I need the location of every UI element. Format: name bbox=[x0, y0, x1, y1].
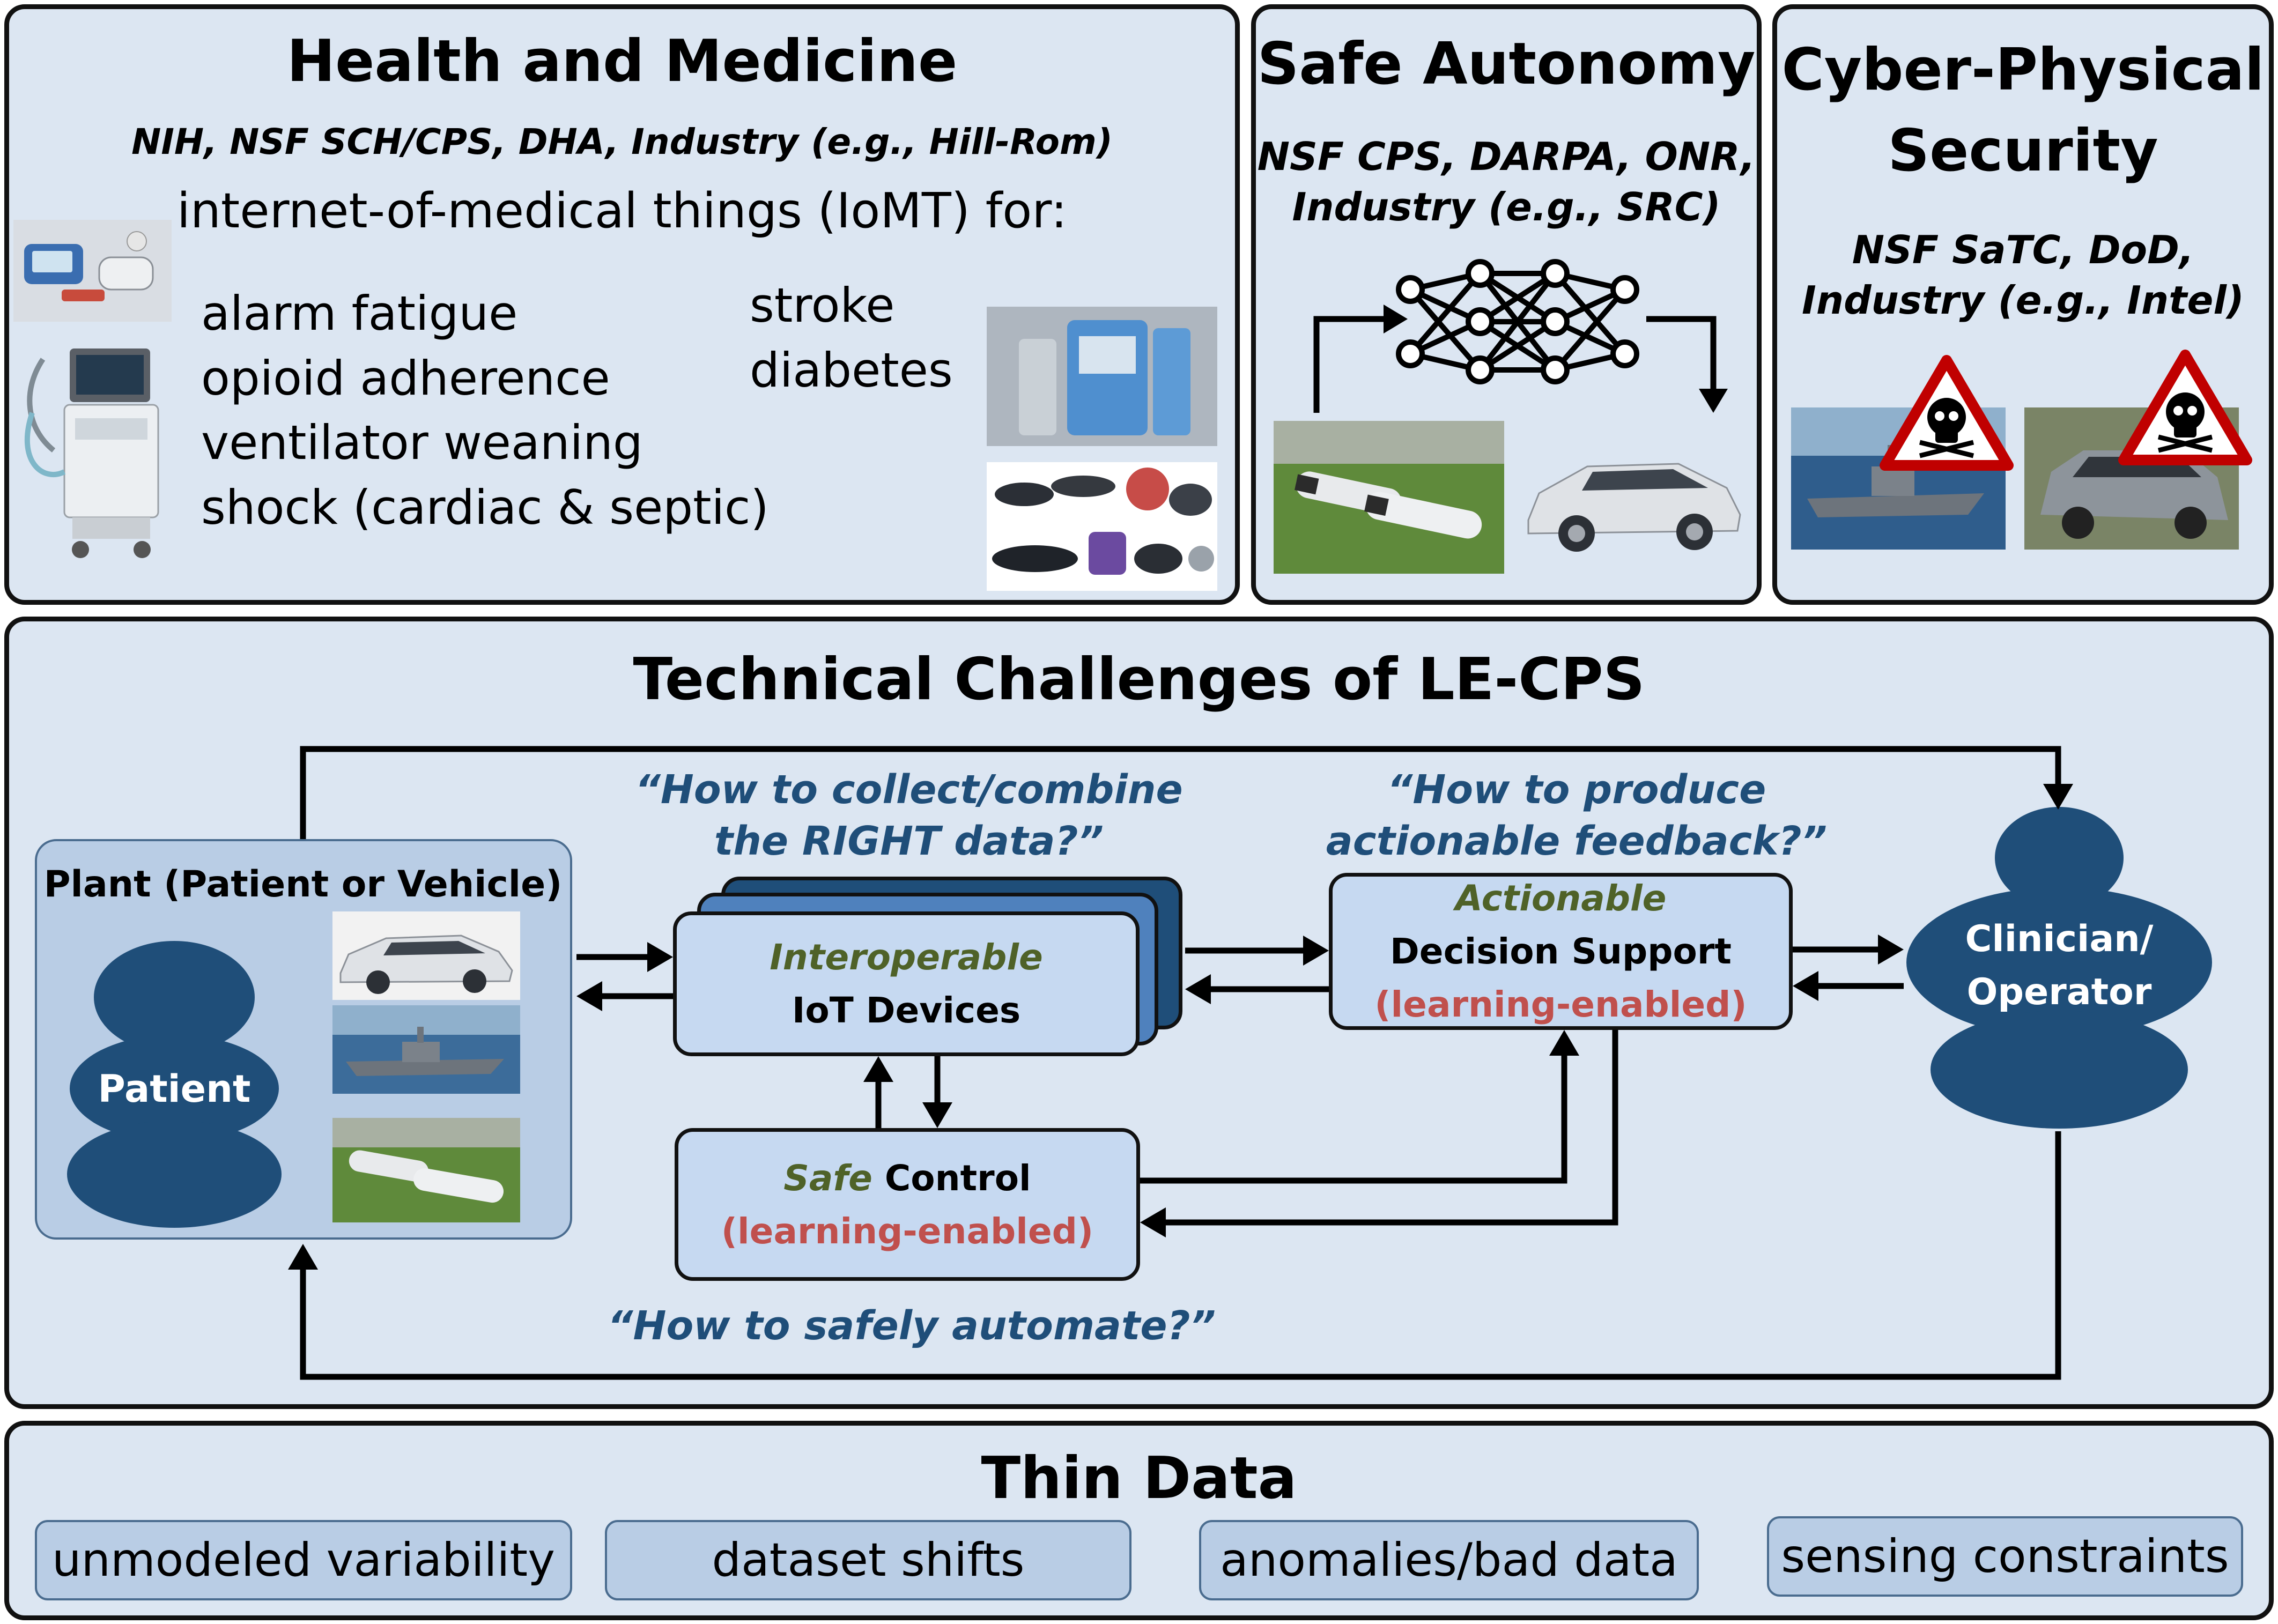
security-title-line: Cyber-Physical bbox=[1781, 36, 2265, 103]
ds-label: Decision Support bbox=[1390, 931, 1732, 972]
security-title-line: Security bbox=[1888, 117, 2158, 185]
health-subtitle: internet-of-medical things (IoMT) for: bbox=[176, 183, 1068, 239]
security-funding-line: Industry (e.g., Intel) bbox=[1802, 277, 2244, 323]
question-feedback: “How to produce actionable feedback?” bbox=[1308, 764, 1845, 867]
question-line: “How to produce bbox=[1387, 767, 1766, 813]
operator-figure bbox=[1906, 807, 2212, 1129]
ds-qualifier: Actionable bbox=[1455, 878, 1667, 919]
question-line: actionable feedback?” bbox=[1326, 818, 1828, 865]
thin-data-item: unmodeled variability bbox=[35, 1520, 572, 1600]
plant-uuv-image bbox=[332, 1118, 520, 1222]
health-title: Health and Medicine bbox=[286, 28, 958, 95]
glucose-meter-image bbox=[13, 220, 172, 322]
operator-label: Clinician/ Operator bbox=[1904, 913, 2215, 1019]
ventilator-image bbox=[11, 343, 172, 563]
autonomy-funding-line: Industry (e.g., SRC) bbox=[1292, 184, 1721, 229]
safe-control-box: Safe Control (learning-enabled) bbox=[675, 1128, 1140, 1281]
thin-data-item: dataset shifts bbox=[605, 1520, 1131, 1600]
ds-tag: (learning-enabled) bbox=[1374, 984, 1747, 1025]
question-automate: “How to safely automate?” bbox=[607, 1303, 1216, 1349]
health-items-left: alarm fatigue opioid adherence ventilato… bbox=[201, 281, 791, 540]
health-item: alarm fatigue bbox=[201, 286, 518, 341]
thin-data-title: Thin Data bbox=[981, 1445, 1297, 1512]
sc-tag: (learning-enabled) bbox=[721, 1210, 1094, 1252]
challenges-title: Technical Challenges of LE-CPS bbox=[633, 646, 1645, 713]
security-funding-line: NSF SaTC, DoD, bbox=[1852, 227, 2194, 272]
sc-qualifier: Safe bbox=[783, 1157, 872, 1199]
sc-title-line: Safe Control bbox=[783, 1152, 1031, 1205]
question-line: the RIGHT data?” bbox=[714, 818, 1104, 865]
operator-label-line: Clinician/ bbox=[1965, 918, 2154, 960]
warning-skull-icon bbox=[2118, 350, 2252, 465]
health-funding: NIH, NSF SCH/CPS, DHA, Industry (e.g., H… bbox=[131, 121, 1113, 162]
patient-label: Patient bbox=[98, 1067, 251, 1111]
plant-title: Plant (Patient or Vehicle) bbox=[43, 863, 563, 906]
health-item: shock (cardiac & septic) bbox=[201, 479, 769, 535]
autonomy-arrows bbox=[1313, 305, 1728, 413]
operator-label-line: Operator bbox=[1966, 970, 2152, 1013]
iot-qualifier: Interoperable bbox=[770, 937, 1043, 978]
warning-skull-icon bbox=[1880, 355, 2014, 471]
iot-devices-box: Interoperable IoT Devices bbox=[673, 911, 1140, 1056]
plant-car-image bbox=[332, 911, 520, 1000]
health-item: stroke bbox=[750, 278, 895, 333]
security-title: Cyber-Physical Security bbox=[1772, 29, 2274, 191]
health-item: opioid adherence bbox=[201, 350, 610, 406]
sc-label: Control bbox=[884, 1157, 1031, 1199]
health-item: diabetes bbox=[750, 342, 953, 398]
wearables-image bbox=[987, 462, 1217, 591]
autonomy-funding-line: NSF CPS, DARPA, ONR, bbox=[1257, 134, 1756, 179]
decision-support-box: Actionable Decision Support (learning-en… bbox=[1329, 873, 1793, 1030]
infusion-pump-image bbox=[987, 307, 1217, 446]
health-items-right: stroke diabetes bbox=[750, 273, 1018, 403]
health-item: ventilator weaning bbox=[201, 415, 643, 471]
iot-label: IoT Devices bbox=[792, 990, 1021, 1031]
thin-data-item: sensing constraints bbox=[1767, 1516, 2243, 1597]
uuv-image bbox=[1274, 421, 1504, 574]
car-image bbox=[1518, 429, 1748, 563]
question-line: “How to collect/combine bbox=[635, 767, 1183, 813]
question-collect: “How to collect/combine the RIGHT data?” bbox=[601, 764, 1217, 867]
neural-network-icon bbox=[1396, 259, 1639, 384]
autonomy-funding: NSF CPS, DARPA, ONR, Industry (e.g., SRC… bbox=[1251, 132, 1762, 232]
patient-figure bbox=[67, 941, 282, 1228]
autonomy-title: Safe Autonomy bbox=[1257, 31, 1756, 98]
plant-ship-image bbox=[332, 1005, 520, 1094]
thin-data-item: anomalies/bad data bbox=[1199, 1520, 1699, 1600]
security-funding: NSF SaTC, DoD, Industry (e.g., Intel) bbox=[1772, 225, 2274, 325]
